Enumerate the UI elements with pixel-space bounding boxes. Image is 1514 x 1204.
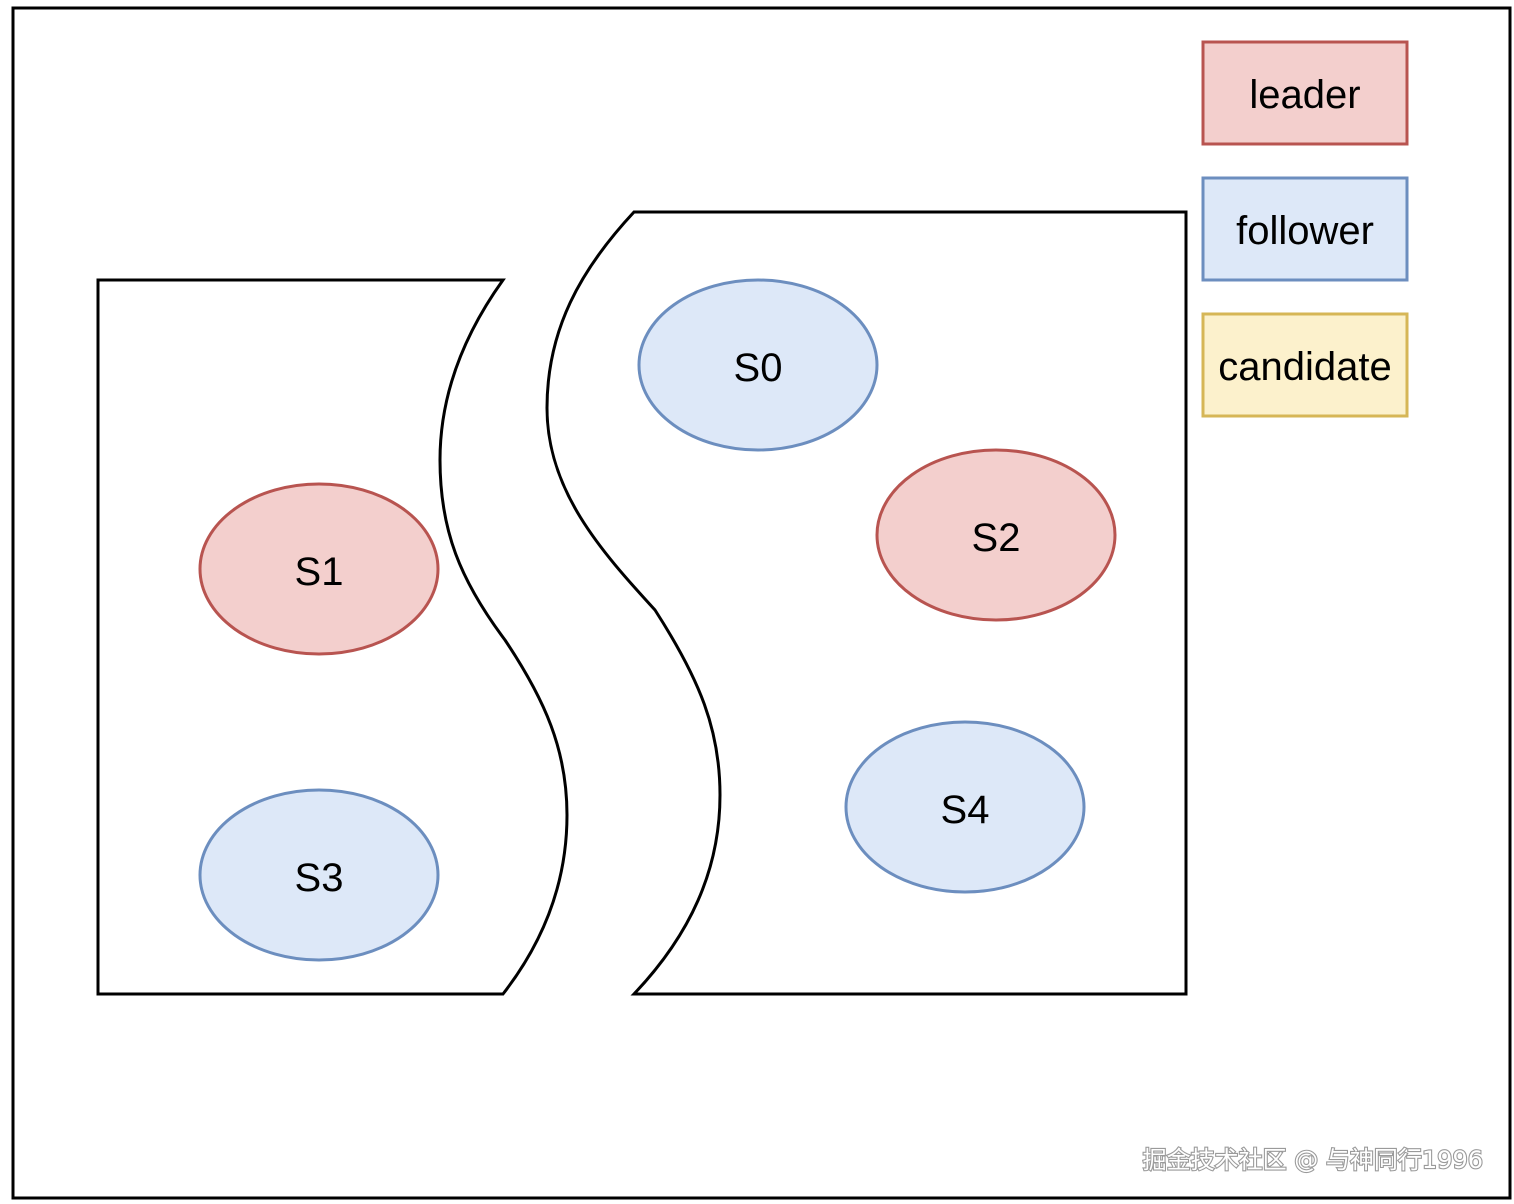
node-s4-label: S4 xyxy=(941,788,990,832)
node-s1: S1 xyxy=(198,482,440,656)
node-s1-label: S1 xyxy=(295,550,344,594)
legend-candidate-label: candidate xyxy=(1218,345,1391,389)
node-s0-ellipse xyxy=(637,278,879,452)
node-s2-ellipse xyxy=(875,448,1117,622)
node-s4: S4 xyxy=(844,720,1086,894)
legend-follower-label: follower xyxy=(1236,209,1374,253)
node-s3-label: S3 xyxy=(295,856,344,900)
legend: leader follower candidate xyxy=(1201,40,1409,418)
node-s3-ellipse xyxy=(198,788,440,962)
legend-leader-swatch xyxy=(1201,40,1409,146)
node-s1-ellipse xyxy=(198,482,440,656)
legend-candidate: candidate xyxy=(1201,312,1409,418)
node-s0-label: S0 xyxy=(734,346,783,390)
watermark-text: 掘金技术社区 @ 与神同行1996 xyxy=(1143,1146,1483,1174)
legend-leader: leader xyxy=(1201,40,1409,146)
node-s2-label: S2 xyxy=(972,516,1021,560)
node-s0: S0 xyxy=(637,278,879,452)
node-s4-ellipse xyxy=(844,720,1086,894)
legend-leader-label: leader xyxy=(1249,73,1360,117)
node-s3: S3 xyxy=(198,788,440,962)
node-s2: S2 xyxy=(875,448,1117,622)
legend-follower: follower xyxy=(1201,176,1409,282)
legend-candidate-swatch xyxy=(1201,312,1409,418)
legend-follower-swatch xyxy=(1201,176,1409,282)
